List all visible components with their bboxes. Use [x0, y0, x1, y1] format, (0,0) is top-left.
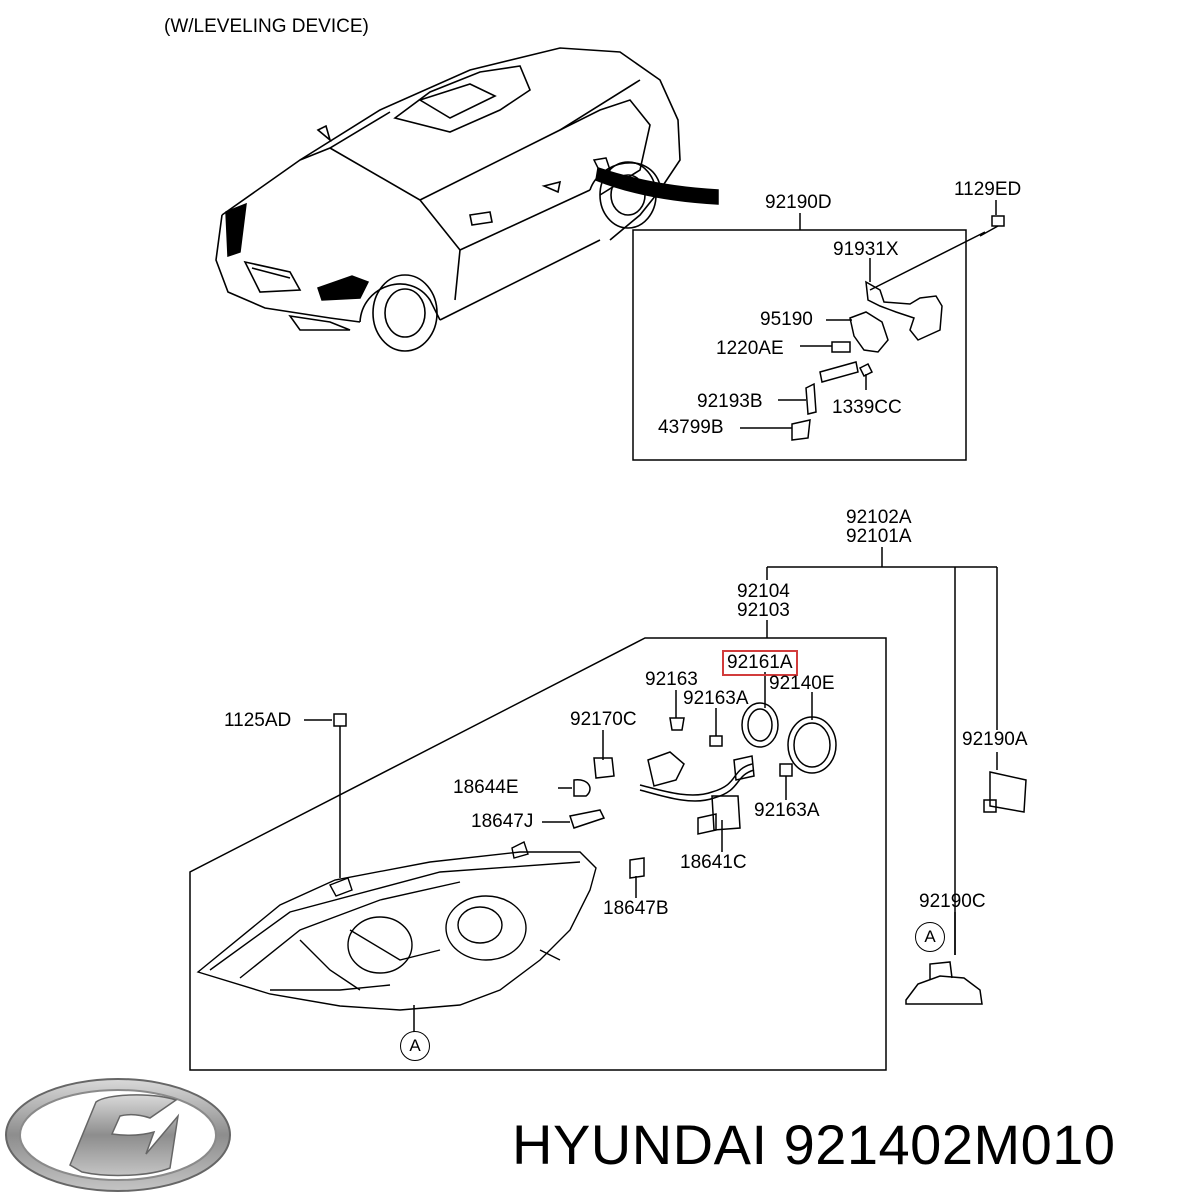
part-label-92193b: 92193B — [697, 391, 763, 412]
part-label-1220ae: 1220AE — [716, 338, 784, 359]
part-label-92140e: 92140E — [769, 673, 835, 694]
part-label-92104: 92104 — [737, 581, 790, 602]
part-label-91931x: 91931X — [833, 239, 899, 260]
part-label-92190c: 92190C — [919, 891, 986, 912]
part-label-43799b: 43799B — [658, 417, 724, 438]
part-label-95190: 95190 — [760, 309, 813, 330]
part-label-18641c: 18641C — [680, 852, 747, 873]
part-label-1125ad: 1125AD — [224, 710, 292, 731]
part-label-1339cc: 1339CC — [832, 397, 902, 418]
part-label-92170c: 92170C — [570, 709, 637, 730]
part-label-92190a: 92190A — [962, 729, 1028, 750]
car-illustration — [215, 47, 681, 352]
part-label-18647j: 18647J — [471, 811, 534, 832]
part-label-92101a: 92101A — [846, 526, 912, 547]
part-label-18644e: 18644E — [453, 777, 519, 798]
hyundai-logo-icon — [5, 1078, 231, 1192]
reference-mark-a-cap: A — [915, 922, 945, 952]
reference-mark-a-lamp: A — [400, 1031, 430, 1061]
part-label-18647b: 18647B — [603, 898, 669, 919]
headlamp-box — [189, 637, 887, 1071]
footer-part-title: HYUNDAI 921402M010 — [512, 1110, 1116, 1180]
part-label-92163a: 92163A — [683, 688, 749, 709]
part-label-92103: 92103 — [737, 600, 790, 621]
part-label-92190d: 92190D — [765, 192, 832, 213]
headlamp-housing — [196, 841, 597, 1011]
part-label-92163: 92163 — [645, 669, 698, 690]
part-label-92102a: 92102A — [846, 507, 912, 528]
brand-name: HYUNDAI — [512, 1113, 768, 1176]
part-label-92163a-right: 92163A — [754, 800, 820, 821]
highlighted-part-92161a[interactable]: 92161A — [722, 650, 798, 676]
part-number: 921402M010 — [783, 1113, 1116, 1176]
variant-title: (W/LEVELING DEVICE) — [164, 16, 369, 37]
part-label-1129ed: 1129ED — [954, 179, 1022, 200]
